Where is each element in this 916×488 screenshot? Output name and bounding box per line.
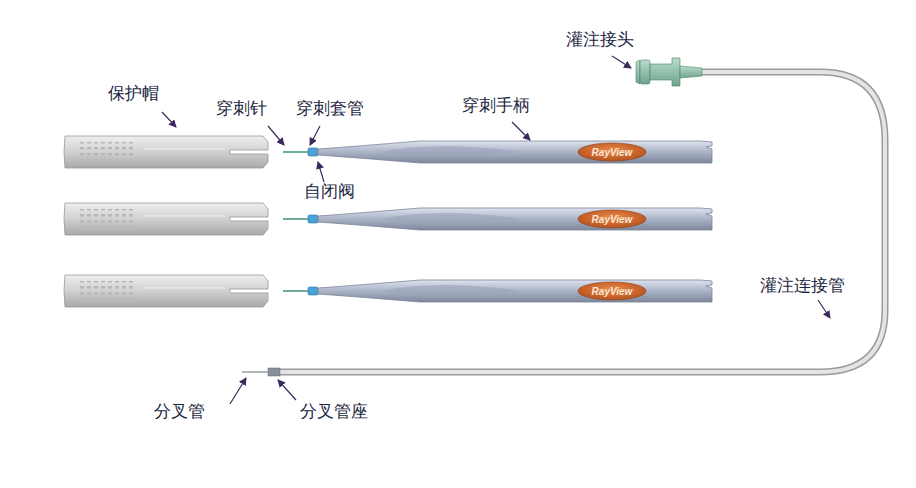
part-label: 分叉管座 (300, 402, 368, 421)
part-label: 保护帽 (108, 84, 159, 103)
brand-logo: RayView (592, 214, 633, 225)
part-label: 灌注接头 (566, 30, 634, 49)
brand-logo: RayView (592, 286, 633, 297)
part-label: 穿刺手柄 (462, 96, 530, 115)
part-label: 分叉管 (154, 402, 205, 421)
part-label: 灌注连接管 (760, 276, 845, 295)
part-label: 自闭阀 (304, 182, 355, 201)
part-label: 穿刺针 (216, 99, 267, 118)
brand-logo: RayView (592, 147, 633, 158)
part-label: 穿刺套管 (296, 99, 364, 118)
